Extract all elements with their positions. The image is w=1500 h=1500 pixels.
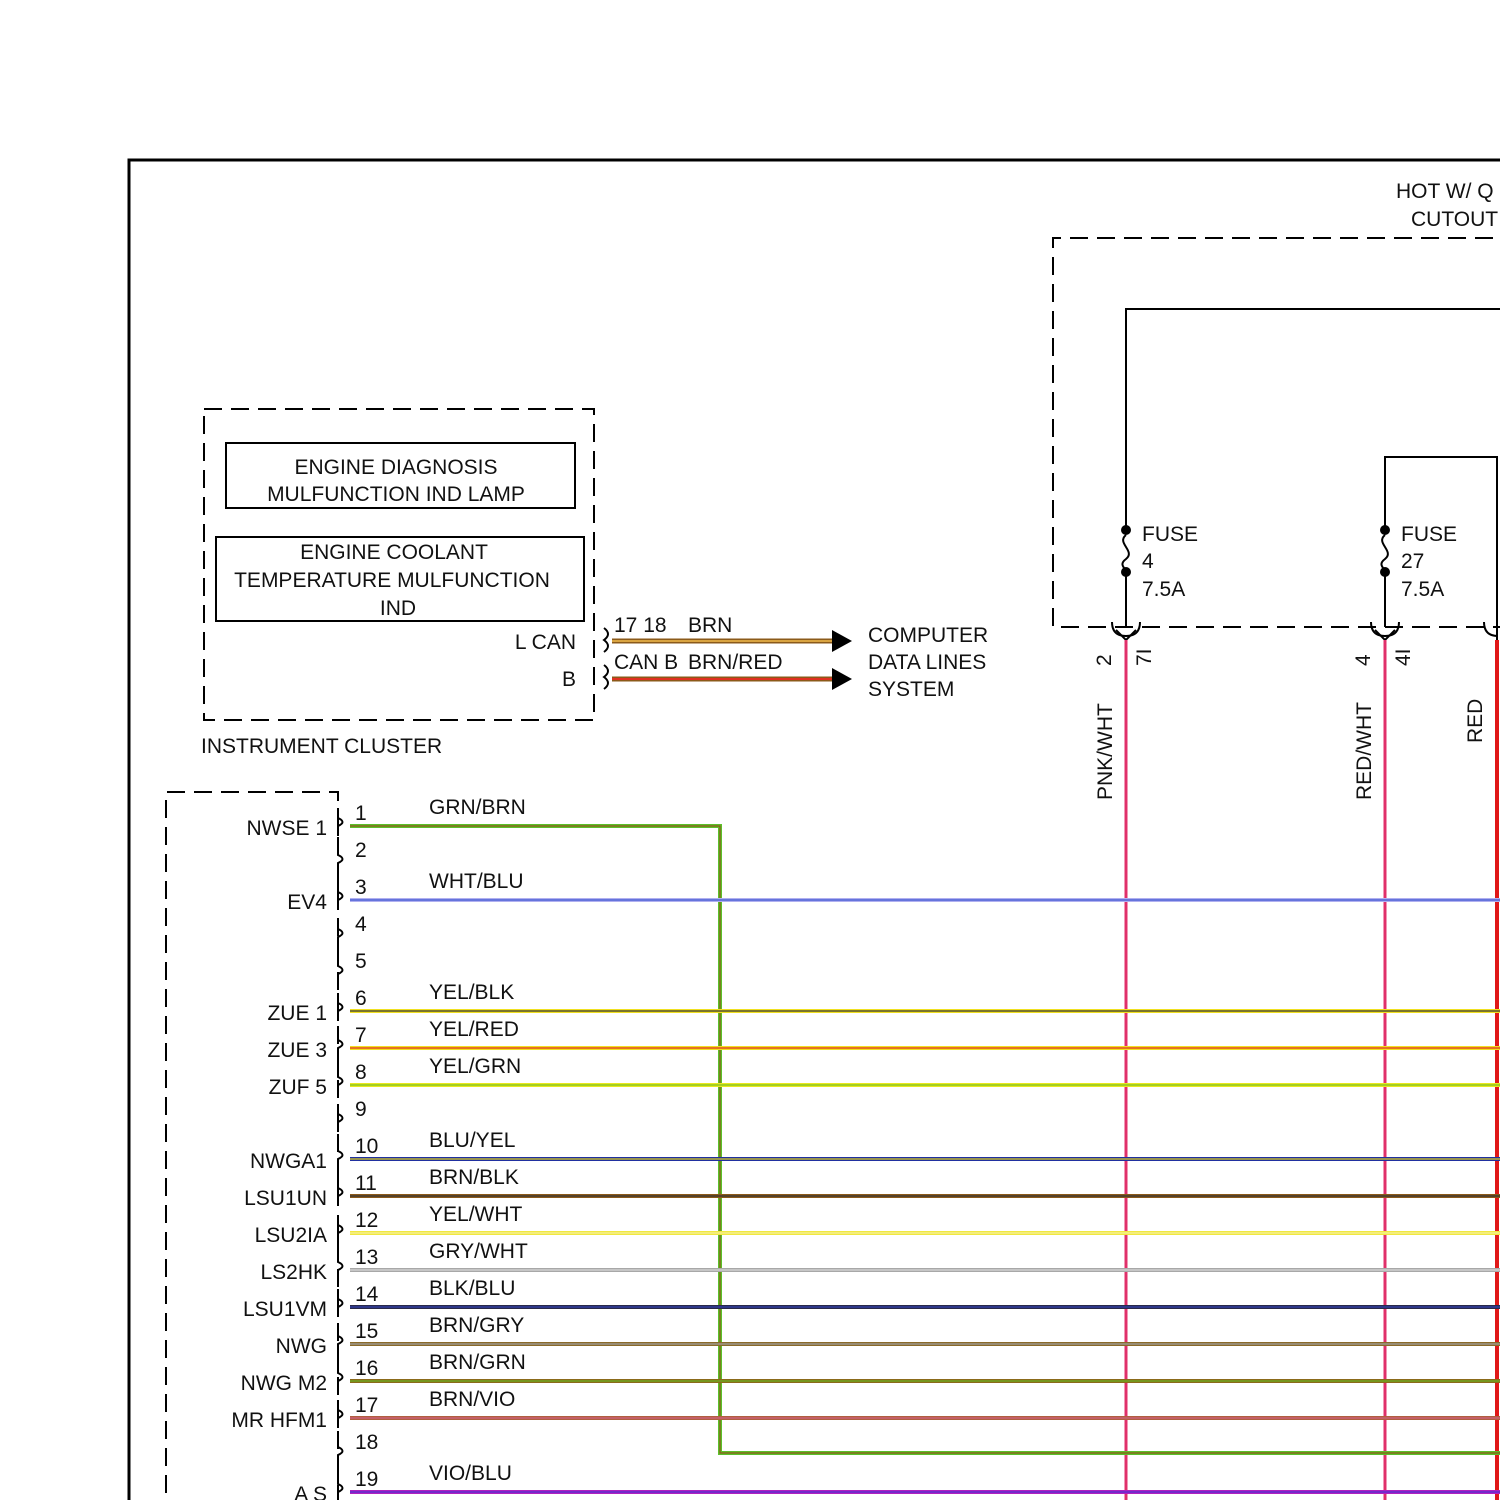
diagram-border bbox=[129, 160, 1500, 1500]
pin-connector-13 bbox=[338, 1252, 343, 1280]
can-wire-2-color: BRN/RED bbox=[688, 651, 783, 674]
computer-data-lines-line3: SYSTEM bbox=[868, 678, 954, 701]
fuse-4-pin-b: 7I bbox=[1133, 648, 1156, 666]
red-wire-label: RED bbox=[1464, 699, 1487, 743]
pin-signal-7: ZUE 3 bbox=[267, 1039, 327, 1062]
pin-number-11: 11 bbox=[355, 1172, 377, 1195]
pin-wire-color-11: BRN/BLK bbox=[429, 1166, 519, 1189]
pin-signal-19: A S bbox=[294, 1483, 327, 1500]
pin-wire-color-1: GRN/BRN bbox=[429, 796, 526, 819]
fuse-4-number: 4 bbox=[1142, 550, 1154, 573]
lamp1-line2: MULFUNCTION IND LAMP bbox=[267, 483, 525, 506]
pin-signal-8: ZUF 5 bbox=[269, 1076, 327, 1099]
vertical-wire-layer bbox=[1126, 640, 1497, 1500]
pin-connector-18 bbox=[338, 1437, 343, 1465]
computer-data-lines-line1: COMPUTER bbox=[868, 624, 988, 647]
can-arrow-2 bbox=[832, 668, 852, 690]
hot-label-line1: HOT W/ Q bbox=[1396, 180, 1494, 203]
red-wire-connector bbox=[1484, 622, 1498, 636]
pin-signal-3: EV4 bbox=[287, 891, 327, 914]
pin-wire-color-17: BRN/VIO bbox=[429, 1388, 515, 1411]
fuse-4-rating: 7.5A bbox=[1142, 578, 1185, 601]
pin-signal-14: LSU1VM bbox=[243, 1298, 327, 1321]
fuse-27-rating: 7.5A bbox=[1401, 578, 1444, 601]
lamp2-line2: TEMPERATURE MULFUNCTION bbox=[234, 569, 550, 592]
pin-number-4: 4 bbox=[355, 913, 367, 936]
pin-signal-13: LS2HK bbox=[260, 1261, 327, 1284]
pin-l-can: L CAN bbox=[515, 631, 576, 654]
can-wire-2-pins: CAN B bbox=[614, 651, 678, 674]
pin-signal-6: ZUE 1 bbox=[267, 1002, 327, 1025]
instrument-cluster-label: INSTRUMENT CLUSTER bbox=[201, 735, 442, 758]
hot-label-line2: CUTOUT bbox=[1411, 208, 1498, 231]
pin-number-16: 16 bbox=[355, 1357, 378, 1380]
fuse-27-pin-b: 4I bbox=[1392, 648, 1415, 666]
can-connector bbox=[604, 628, 608, 689]
pin-wire-color-6: YEL/BLK bbox=[429, 981, 514, 1004]
pin-signal-15: NWG bbox=[276, 1335, 327, 1358]
instrument-cluster: ENGINE DIAGNOSIS MULFUNCTION IND LAMP EN… bbox=[204, 409, 594, 720]
fuse-27-wire-label: RED/WHT bbox=[1353, 702, 1376, 800]
fuse-27: FUSE 27 7.5A bbox=[1371, 523, 1457, 640]
pin-number-10: 10 bbox=[355, 1135, 378, 1158]
fuse-4: FUSE 4 7.5A bbox=[1112, 523, 1198, 640]
pin-connector-10 bbox=[338, 1141, 343, 1169]
lamp2-line1: ENGINE COOLANT bbox=[300, 541, 488, 564]
pin-wire-layer bbox=[350, 826, 1500, 1492]
pin-wire-color-7: YEL/RED bbox=[429, 1018, 519, 1041]
can-wire-1-pins: 17 18 bbox=[614, 614, 667, 637]
pin-number-18: 18 bbox=[355, 1431, 378, 1454]
fuse-4-pin-a: 2 bbox=[1093, 654, 1116, 666]
pin-wire-color-14: BLK/BLU bbox=[429, 1277, 515, 1300]
can-arrow-1 bbox=[832, 630, 852, 652]
pin-number-5: 5 bbox=[355, 950, 367, 973]
pin-connector-2 bbox=[338, 845, 343, 873]
pin-connector-5 bbox=[338, 956, 343, 984]
pin-wire-color-3: WHT/BLU bbox=[429, 870, 524, 893]
lamp2-line3: IND bbox=[380, 597, 416, 620]
pin-number-9: 9 bbox=[355, 1098, 367, 1121]
pin-number-17: 17 bbox=[355, 1394, 378, 1417]
pin-number-15: 15 bbox=[355, 1320, 378, 1343]
pin-number-3: 3 bbox=[355, 876, 367, 899]
pin-wire-color-10: BLU/YEL bbox=[429, 1129, 515, 1152]
pin-number-12: 12 bbox=[355, 1209, 378, 1232]
pin-wire-color-12: YEL/WHT bbox=[429, 1203, 523, 1226]
pin-number-6: 6 bbox=[355, 987, 367, 1010]
fuse-4-wire-label: PNK/WHT bbox=[1094, 703, 1117, 800]
pin-number-1: 1 bbox=[355, 802, 367, 825]
pin-signal-16: NWG M2 bbox=[241, 1372, 327, 1395]
pin-b: B bbox=[562, 668, 576, 691]
computer-data-lines-line2: DATA LINES bbox=[868, 651, 986, 674]
pin-signal-12: LSU2IA bbox=[255, 1224, 327, 1247]
pin-number-2: 2 bbox=[355, 839, 367, 862]
pin-wire-color-8: YEL/GRN bbox=[429, 1055, 521, 1078]
fuse-4-name: FUSE bbox=[1142, 523, 1198, 546]
pin-number-7: 7 bbox=[355, 1024, 367, 1047]
fuse-27-pin-a: 4 bbox=[1352, 654, 1375, 666]
pin-number-19: 19 bbox=[355, 1468, 378, 1491]
fuse-27-number: 27 bbox=[1401, 550, 1424, 573]
can-wire-1-color: BRN bbox=[688, 614, 732, 637]
pin-signal-1: NWSE 1 bbox=[246, 817, 327, 840]
pin-wire-color-16: BRN/GRN bbox=[429, 1351, 526, 1374]
lamp1-line1: ENGINE DIAGNOSIS bbox=[294, 456, 497, 479]
pin-signal-17: MR HFM1 bbox=[231, 1409, 327, 1432]
pin-number-14: 14 bbox=[355, 1283, 379, 1306]
pin-number-13: 13 bbox=[355, 1246, 378, 1269]
pin-signal-10: NWGA1 bbox=[250, 1150, 327, 1173]
pin-wire-color-19: VIO/BLU bbox=[429, 1462, 512, 1485]
pin-wire-color-15: BRN/GRY bbox=[429, 1314, 524, 1337]
pin-number-8: 8 bbox=[355, 1061, 367, 1084]
fuse-27-name: FUSE bbox=[1401, 523, 1457, 546]
pin-signal-11: LSU1UN bbox=[244, 1187, 327, 1210]
pin-wire-color-13: GRY/WHT bbox=[429, 1240, 528, 1263]
